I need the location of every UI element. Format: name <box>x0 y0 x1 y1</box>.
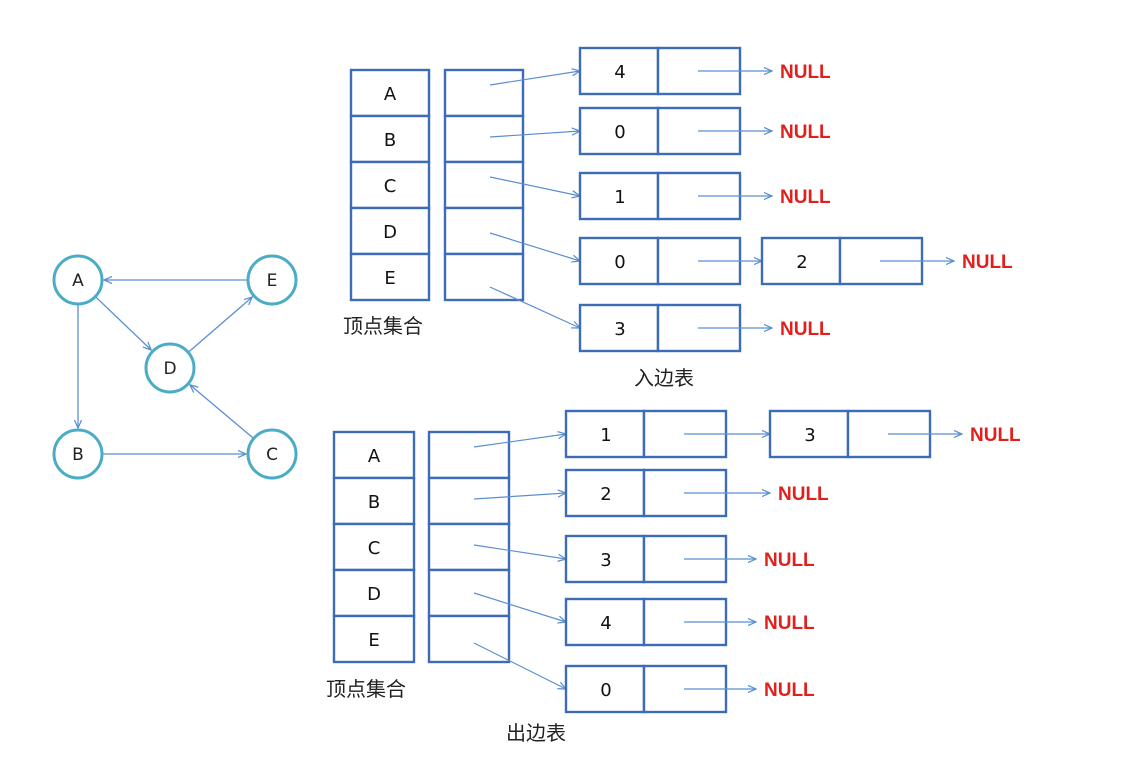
node-label-C: C <box>266 445 278 465</box>
in-pointer-3-0 <box>489 232 580 261</box>
out-head-pointer-E <box>427 614 511 664</box>
in-head-pointer-C <box>443 160 525 210</box>
in-head-pointer-D <box>443 206 525 256</box>
out-vertex-caption: 顶点集合 <box>326 677 406 701</box>
out-head-pointer-B <box>427 476 511 526</box>
node-label-D: D <box>163 359 176 379</box>
out-vertex-cell-E <box>332 614 416 664</box>
in-vertex-label-A: A <box>384 84 397 105</box>
out-edge-value-4-0: 0 <box>600 680 611 701</box>
in-edge-value-3-0: 0 <box>614 252 625 273</box>
in-edge-value-4-0: 3 <box>614 319 625 340</box>
in-pointer-1-0 <box>489 131 580 138</box>
in-vertex-cell-A <box>349 68 431 118</box>
out-pointer-2-0 <box>473 544 566 559</box>
in-edge-index-cell-3-0 <box>578 236 660 286</box>
in-null-label-3: NULL <box>962 252 1013 273</box>
in-vertex-label-C: C <box>384 176 397 197</box>
out-null-label-1: NULL <box>778 484 829 505</box>
in-edge-value-1-0: 0 <box>614 122 625 143</box>
graph-node-C: C <box>246 428 298 480</box>
out-vertex-label-E: E <box>368 630 379 651</box>
out-edge-value-2-0: 3 <box>600 550 611 571</box>
node-label-E: E <box>267 271 278 291</box>
in-edge-value-0-0: 4 <box>614 62 625 83</box>
graph-node-D: D <box>144 342 196 394</box>
out-head-pointer-A <box>427 430 511 480</box>
in-null-label-1: NULL <box>780 122 831 143</box>
out-null-label-3: NULL <box>764 613 815 634</box>
in-edge-index-cell-1-0 <box>578 106 660 156</box>
in-edge-value-2-0: 1 <box>614 187 625 208</box>
out-vertex-label-A: A <box>368 446 381 467</box>
in-vertex-caption: 顶点集合 <box>343 314 423 338</box>
out-vertex-cell-A <box>332 430 416 480</box>
in-edge-index-cell-3-1 <box>760 236 842 286</box>
in-null-label-0: NULL <box>780 62 831 83</box>
out-edge-index-cell-0-0 <box>564 409 646 459</box>
out-edge-value-0-1: 3 <box>804 425 815 446</box>
in-pointer-0-0 <box>489 71 580 86</box>
in-vertex-cell-C <box>349 160 431 210</box>
in-vertex-label-E: E <box>384 268 395 289</box>
out-edge-index-cell-4-0 <box>564 664 646 714</box>
out-pointer-0-0 <box>473 434 566 448</box>
edge-A-D <box>94 296 151 350</box>
in-vertex-label-D: D <box>383 222 397 243</box>
out-edge-value-1-0: 2 <box>600 484 611 505</box>
graph-node-E: E <box>246 254 298 306</box>
in-null-label-4: NULL <box>780 319 831 340</box>
in-head-pointer-B <box>443 114 525 164</box>
out-vertex-label-B: B <box>368 492 380 513</box>
graph-node-A: A <box>52 254 104 306</box>
out-head-pointer-C <box>427 522 511 572</box>
out-vertex-cell-B <box>332 476 416 526</box>
in-vertex-cell-D <box>349 206 431 256</box>
out-vertex-cell-D <box>332 568 416 618</box>
in-vertex-cell-B <box>349 114 431 164</box>
node-circle-A <box>52 254 104 306</box>
out-vertex-cell-C <box>332 522 416 572</box>
out-vertex-label-D: D <box>367 584 381 605</box>
in-head-pointer-E <box>443 252 525 302</box>
out-null-label-0: NULL <box>970 425 1021 446</box>
node-circle-E <box>246 254 298 306</box>
in-table-caption: 入边表 <box>634 366 694 390</box>
graph-node-B: B <box>52 428 104 480</box>
in-vertex-label-B: B <box>384 130 396 151</box>
out-table-caption: 出边表 <box>506 721 566 745</box>
out-edge-value-0-0: 1 <box>600 425 611 446</box>
in-pointer-4-0 <box>489 286 580 328</box>
out-head-pointer-D <box>427 568 511 618</box>
out-pointer-1-0 <box>473 493 566 500</box>
out-pointer-3-0 <box>473 592 566 622</box>
out-edge-value-3-0: 4 <box>600 613 611 634</box>
in-pointer-2-0 <box>489 176 580 196</box>
out-null-label-4: NULL <box>764 680 815 701</box>
node-circle-C <box>246 428 298 480</box>
edge-C-D <box>190 385 255 440</box>
in-edge-value-3-1: 2 <box>796 252 807 273</box>
in-head-pointer-A <box>443 68 525 118</box>
node-label-A: A <box>72 271 84 291</box>
in-null-label-2: NULL <box>780 187 831 208</box>
in-vertex-cell-E <box>349 252 431 302</box>
out-vertex-label-C: C <box>368 538 381 559</box>
node-label-B: B <box>72 445 84 465</box>
out-null-label-2: NULL <box>764 550 815 571</box>
out-pointer-4-0 <box>473 642 566 689</box>
directed-graph: A B C D E <box>52 254 298 480</box>
node-circle-B <box>52 428 104 480</box>
node-circle-D <box>144 342 196 394</box>
in-edge-index-cell-0-0 <box>578 46 660 96</box>
edge-D-E <box>187 297 252 353</box>
